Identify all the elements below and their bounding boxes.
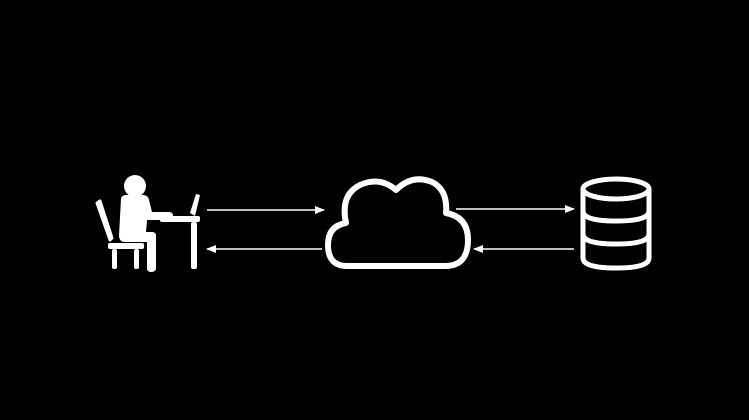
database-icon — [580, 176, 652, 271]
person-at-desk-icon — [95, 175, 200, 272]
cloud-icon — [325, 176, 471, 269]
